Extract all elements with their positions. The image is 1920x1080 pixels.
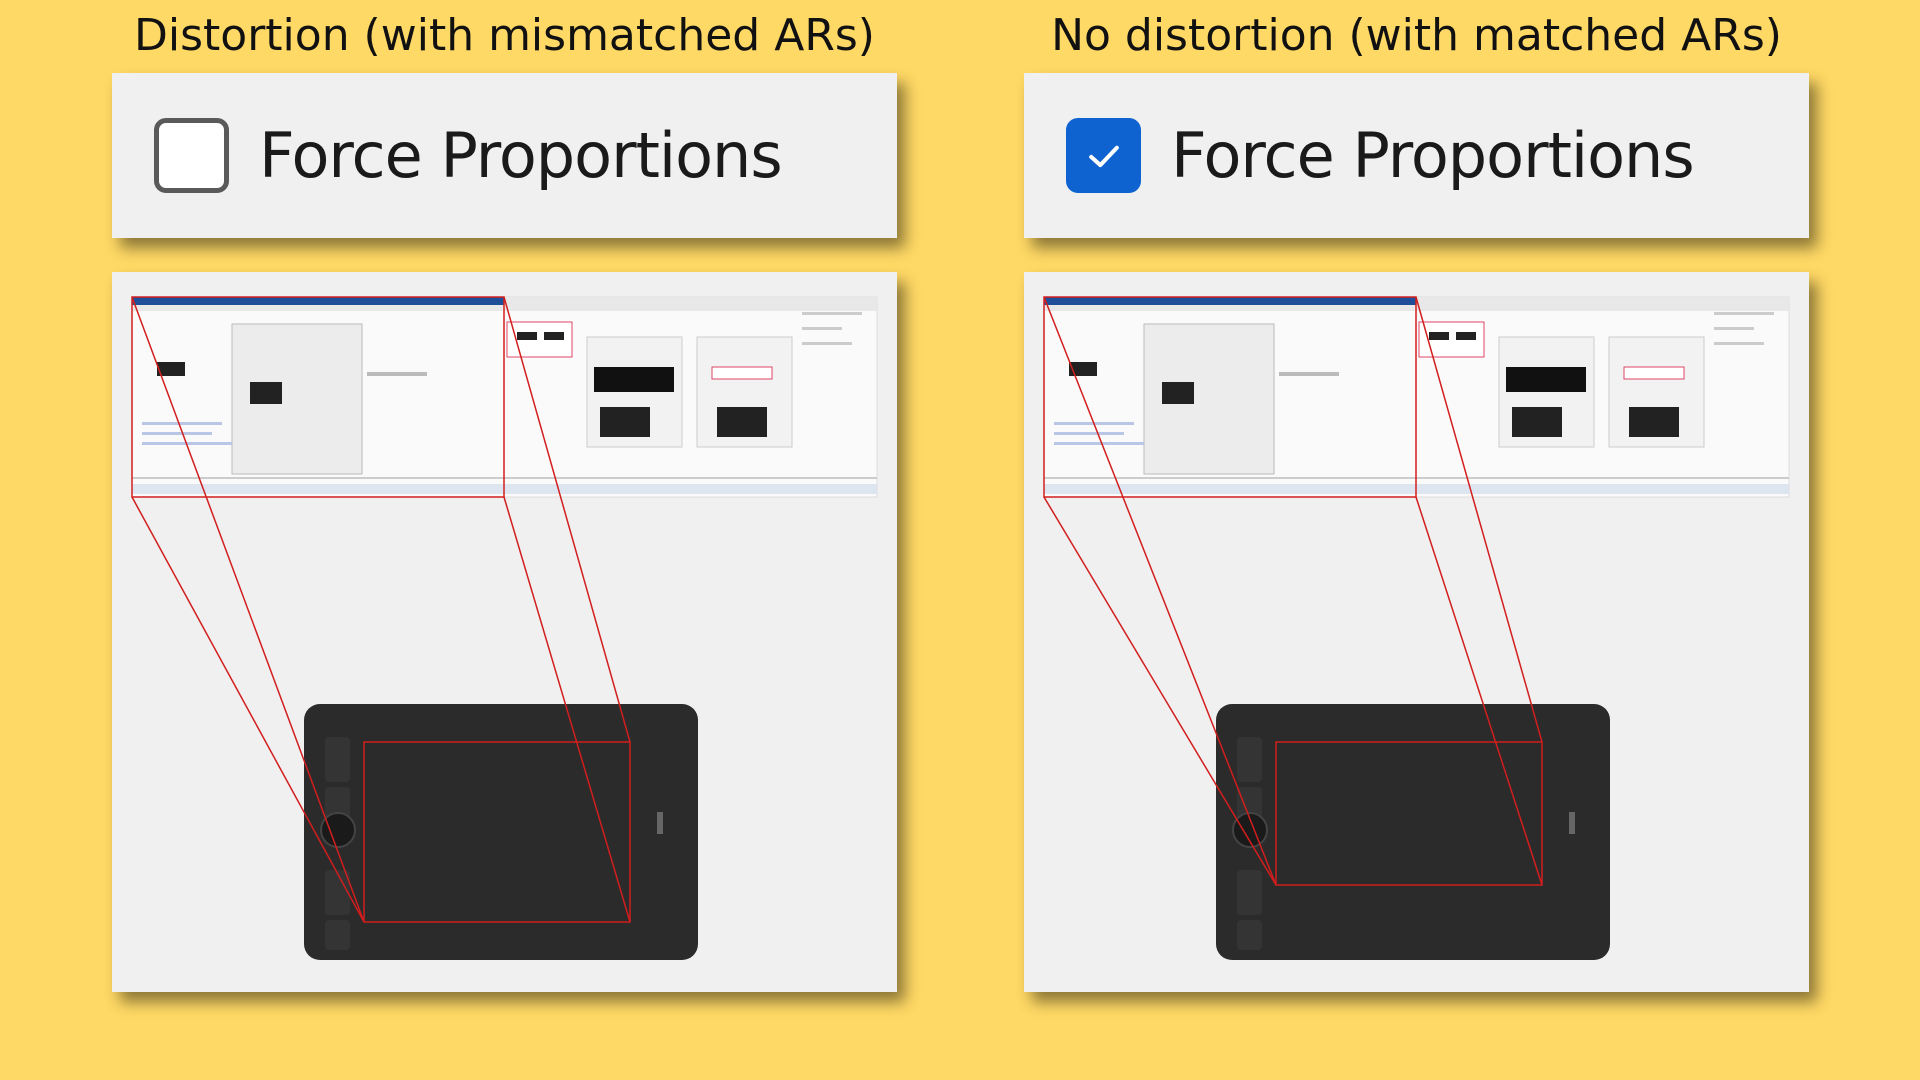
right-mapping-visual [1024,272,1809,992]
checkmark-icon [1088,145,1119,167]
mapping-lines [1043,296,1543,886]
left-option-card: Force Proportions [112,73,897,238]
left-mapping-visual [112,272,897,992]
left-panel-title: Distortion (with mismatched ARs) [134,10,875,61]
right-mapping-diagram [1043,296,1790,960]
force-proportions-checkbox-checked[interactable] [1066,118,1141,193]
force-proportions-label: Force Proportions [259,119,783,192]
right-option-card: Force Proportions [1024,73,1809,238]
screenshot-thumbnail [1043,296,1790,498]
force-proportions-label: Force Proportions [1171,119,1695,192]
mapping-lines [131,296,631,923]
pen-tablet-image [1216,704,1610,960]
right-panel-title: No distortion (with matched ARs) [1051,10,1782,61]
left-mapping-diagram [131,296,878,960]
force-proportions-checkbox-unchecked[interactable] [154,118,229,193]
pen-tablet-image [304,704,698,960]
